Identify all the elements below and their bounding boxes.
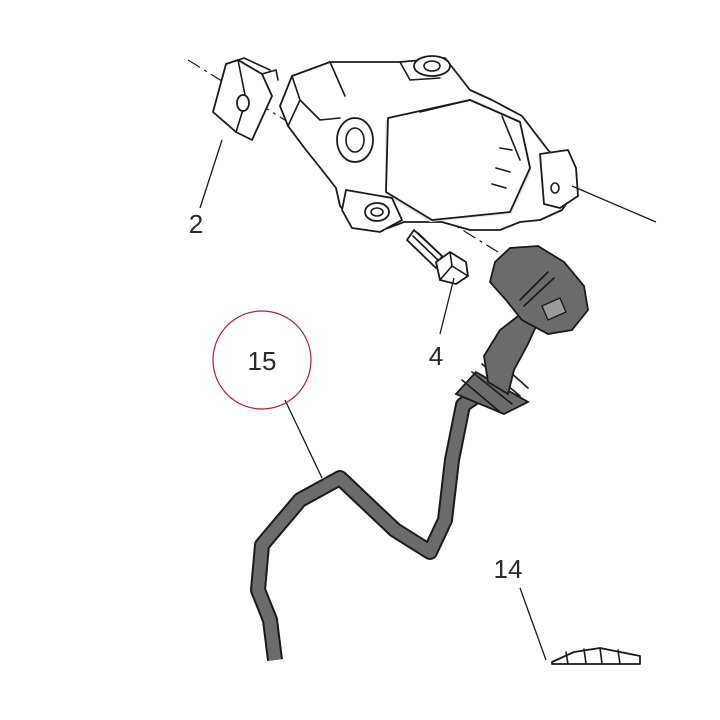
callout-15: 15 — [248, 346, 277, 376]
lead-boot-cap — [489, 245, 589, 335]
callout-14: 14 — [494, 554, 523, 584]
mounting-bracket — [212, 57, 279, 141]
highlight-circle — [212, 310, 312, 410]
spark-plug — [551, 647, 641, 665]
ht-lead — [250, 245, 589, 661]
leader-lines — [199, 139, 547, 661]
ht-lead-cable — [252, 383, 492, 661]
lead-boot-bellows — [454, 308, 540, 415]
bolt — [406, 229, 469, 285]
callout-2: 2 — [189, 209, 203, 239]
ignition-coil — [279, 55, 657, 233]
callout-4: 4 — [429, 341, 443, 371]
